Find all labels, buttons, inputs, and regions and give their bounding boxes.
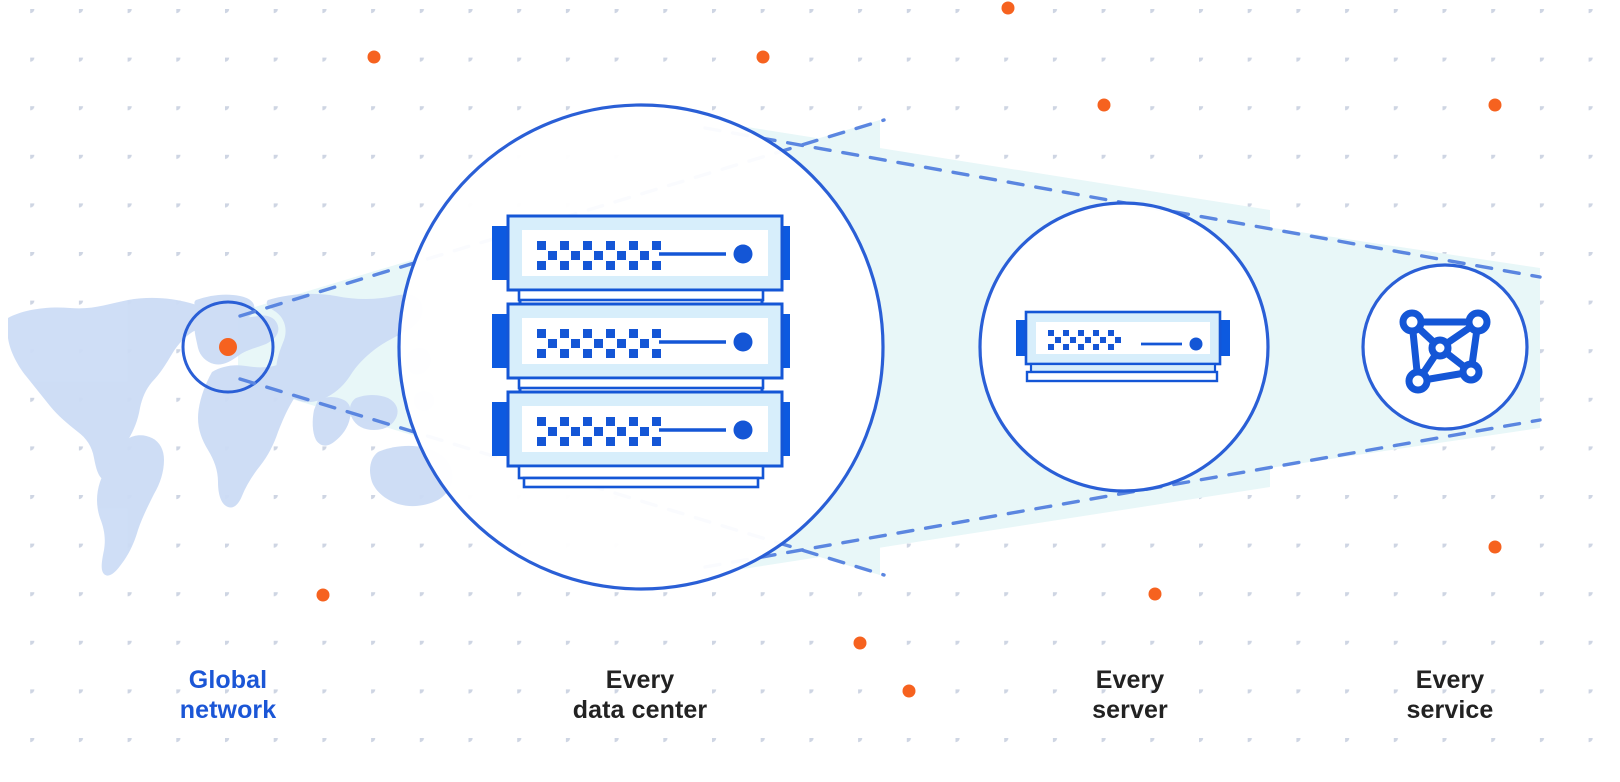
rack-unit-3-status-dot <box>733 420 753 440</box>
rack-unit-1-status-dot <box>733 244 753 264</box>
node-center <box>1428 336 1452 360</box>
rack-unit-2-base <box>517 376 765 390</box>
caption-every-data-center: Every data center <box>572 666 708 724</box>
node-bottom-right <box>1459 360 1483 384</box>
server-rack-icon[interactable] <box>492 214 790 489</box>
caption-global-network: Global network <box>179 666 277 724</box>
world-map-icon <box>8 293 453 576</box>
circle-global-highlight <box>181 300 275 394</box>
single-server-status-dot <box>1189 337 1203 351</box>
node-top-left <box>1399 309 1425 335</box>
rack-unit-3-base <box>517 464 765 480</box>
mesh-nodes <box>1399 309 1491 394</box>
rack-unit-1-led-array <box>537 241 661 270</box>
single-server-base <box>1029 362 1217 374</box>
rack-unit-1-base <box>517 288 765 302</box>
caption-every-server: Every server <box>1092 666 1168 724</box>
rack-unit-2-led-array <box>537 329 661 358</box>
global-location-marker[interactable] <box>219 338 237 356</box>
rack-unit-2[interactable] <box>492 302 790 390</box>
network-mesh-icon[interactable] <box>1399 309 1491 394</box>
single-server-led-array <box>1048 330 1121 350</box>
cone-2-lower-edge <box>703 418 1542 569</box>
node-bottom-left <box>1405 368 1431 394</box>
rack-unit-1[interactable] <box>492 214 790 302</box>
global-network-highlight[interactable] <box>181 300 275 394</box>
rack-unit-2-status-dot <box>733 332 753 352</box>
caption-every-service: Every service <box>1406 666 1494 724</box>
single-server-icon[interactable] <box>1016 310 1230 383</box>
rack-unit-3[interactable] <box>492 390 790 489</box>
node-top-right <box>1465 309 1491 335</box>
single-server-foot <box>1025 370 1219 383</box>
single-server-screen <box>1036 322 1210 354</box>
rack-foot <box>522 476 760 489</box>
rack-unit-3-led-array <box>537 417 661 446</box>
